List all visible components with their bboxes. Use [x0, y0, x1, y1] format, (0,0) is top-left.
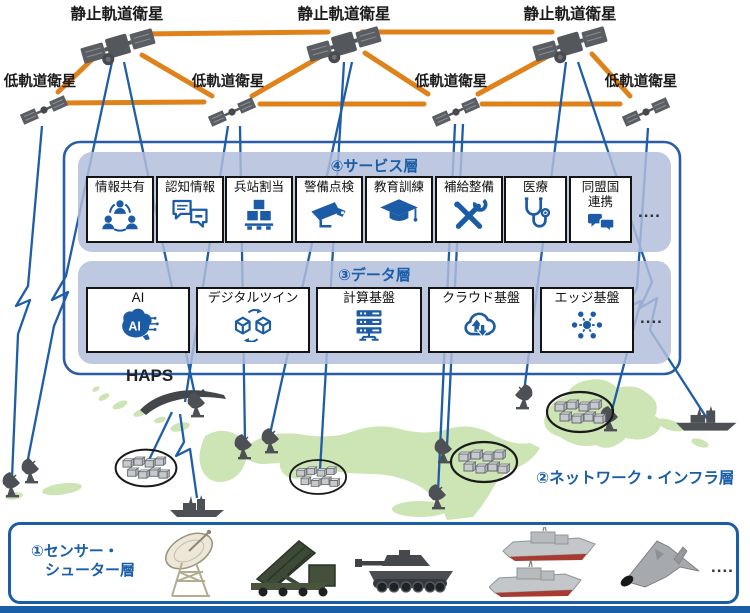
security-inspection-icon: [311, 201, 346, 228]
geo-satellite-label: 静止軌道衛星: [523, 6, 617, 23]
medical-icon: [524, 196, 550, 228]
cognitive-info-icon: [172, 199, 208, 228]
digital-twin-icon: [234, 308, 272, 342]
bottom-accent-bar: [0, 606, 750, 613]
warship-icons: [489, 527, 596, 597]
service-item-cognitive-info: 認知情報: [156, 176, 224, 243]
service-item-supply-maintenance: 補給整備: [435, 176, 503, 243]
network-infra-layer-label: ②ネットワーク・インフラ層: [536, 470, 735, 487]
data-item-digital-twin: デジタルツイン: [196, 287, 310, 353]
sensor-shooter-layer-box: ①センサー・ シューター層: [8, 522, 739, 604]
geo-satellite-label: 静止軌道衛星: [297, 6, 391, 23]
low-orbit-satellite-label: 低軌道衛星: [3, 74, 77, 90]
low-orbit-satellite-label: 低軌道衛星: [414, 74, 488, 90]
supply-maintenance-icon: [454, 196, 488, 229]
service-item-medical: 医療: [504, 176, 567, 243]
ai-icon: AI: [122, 308, 159, 340]
missile-launcher-icon: [251, 540, 336, 597]
data-item-ai: AI AI: [86, 287, 190, 353]
computing-platform-icon: [356, 309, 382, 341]
service-item-allied-cooperation: 同盟国連携: [569, 176, 632, 243]
low-orbit-satellite-icon: [18, 93, 672, 129]
service-layer-ellipsis: ....: [638, 202, 661, 221]
data-layer-ellipsis: ....: [640, 308, 663, 327]
service-item-education-training: 教育訓練: [365, 176, 433, 243]
info-sharing-icon: [102, 199, 138, 232]
data-item-cloud-platform: クラウド基盤: [428, 287, 534, 353]
data-item-edge-platform: エッジ基盤: [540, 287, 634, 353]
haps-aircraft-icon: [140, 389, 226, 415]
cloud-platform-icon: [464, 312, 496, 338]
sensor-shooter-layer-label: ①センサー・ シューター層: [31, 543, 136, 579]
orange-satellite-links: [55, 29, 633, 107]
education-training-icon: [380, 198, 418, 222]
service-item-info-sharing: 情報共有: [86, 176, 154, 243]
logistics-allocation-icon: [244, 199, 274, 230]
tank-icon: [355, 550, 453, 593]
haps-label: HAPS: [126, 366, 174, 385]
low-orbit-satellite-label: 低軌道衛星: [191, 74, 265, 90]
japan-map: [5, 379, 709, 520]
radar-dish-icon: [165, 529, 213, 597]
allied-cooperation-icon: [587, 213, 615, 233]
low-orbit-satellite-label: 低軌道衛星: [604, 74, 678, 90]
svg-text:AI: AI: [128, 319, 140, 333]
data-layer-title: ③データ層: [338, 267, 411, 284]
stealth-aircraft-icon: [620, 540, 700, 588]
edge-platform-icon: [571, 311, 603, 338]
sensor-layer-ellipsis: ....: [711, 557, 734, 576]
service-item-logistics-allocation: 兵站割当: [225, 176, 293, 243]
service-layer-title: ④サービス層: [330, 158, 419, 175]
service-item-security-inspection: 警備点検: [295, 176, 363, 243]
geo-satellite-label: 静止軌道衛星: [70, 6, 164, 23]
data-item-computing-platform: 計算基盤: [316, 287, 422, 353]
